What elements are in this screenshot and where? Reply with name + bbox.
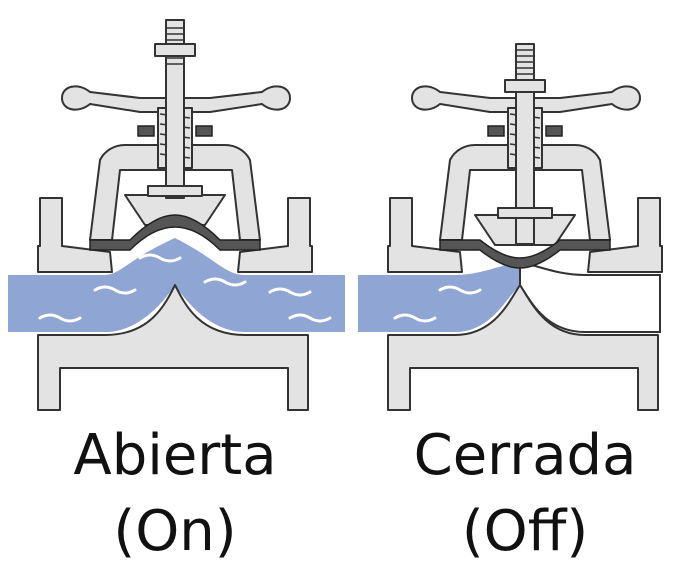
closed-valve-nut bbox=[504, 79, 546, 93]
open-subtitle: (On) bbox=[113, 499, 237, 564]
closed-valve bbox=[358, 43, 663, 411]
closed-valve-empty-outlet bbox=[519, 260, 661, 333]
closed-valve-diaphragm bbox=[439, 239, 611, 269]
closed-valve-right-flange bbox=[587, 197, 663, 273]
closed-water-flow bbox=[358, 262, 520, 332]
open-valve-compressor-disc bbox=[147, 185, 203, 197]
open-valve-nut bbox=[154, 43, 196, 57]
closed-valve-left-flange bbox=[387, 197, 463, 273]
closed-title: Cerrada bbox=[413, 423, 637, 488]
closed-valve-bolt-right bbox=[545, 125, 563, 137]
closed-valve-stem-thread bbox=[516, 49, 534, 75]
closed-valve-compressor-disc bbox=[497, 207, 553, 219]
open-title: Abierta bbox=[73, 423, 277, 488]
open-valve-right-flange bbox=[237, 197, 313, 273]
open-valve-diaphragm bbox=[89, 214, 261, 251]
open-valve bbox=[8, 19, 345, 411]
open-valve-bolt-right bbox=[195, 125, 213, 137]
open-valve-left-flange bbox=[37, 197, 113, 273]
open-valve-water-waves bbox=[38, 253, 332, 323]
open-water-flow bbox=[8, 238, 345, 332]
closed-valve-stem bbox=[515, 43, 535, 245]
closed-valve-bolt-left bbox=[487, 125, 505, 137]
open-valve-bolt-left bbox=[137, 125, 155, 137]
open-valve-bottom-body bbox=[37, 284, 309, 411]
closed-subtitle: (Off) bbox=[461, 499, 589, 564]
closed-valve-water-waves bbox=[393, 285, 482, 323]
